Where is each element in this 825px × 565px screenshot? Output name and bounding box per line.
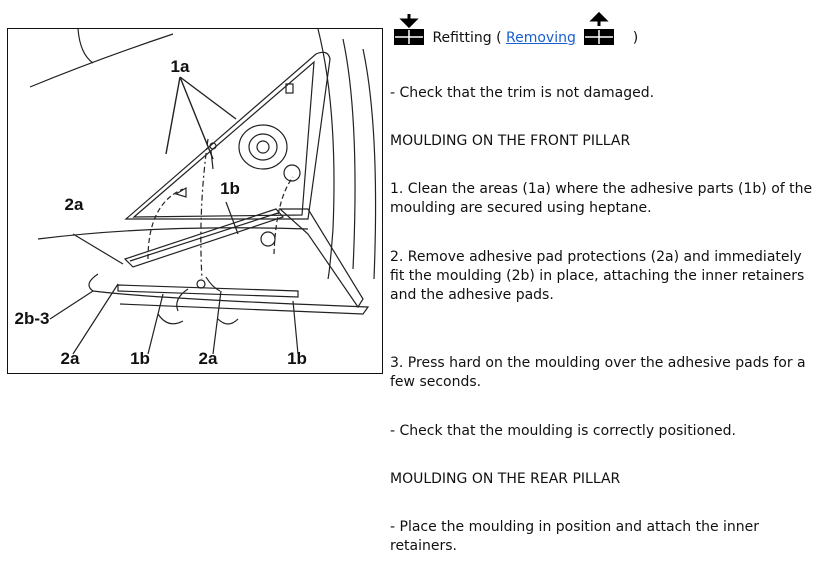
label-2a: 2a xyxy=(64,195,84,214)
rear-pillar-heading: MOULDING ON THE REAR PILLAR xyxy=(390,471,621,487)
refitting-header: Refitting ( Removing ) xyxy=(390,12,820,48)
label-2a: 2a xyxy=(60,349,80,368)
box-up-arrow-icon[interactable] xyxy=(580,12,618,48)
box-down-arrow-icon xyxy=(394,14,424,45)
step-2-text: 2. Remove adhesive pad protections (2a) … xyxy=(390,249,805,303)
moulding-drawing xyxy=(29,29,377,355)
check-trim-text: - Check that the trim is not damaged. xyxy=(390,85,655,101)
label-1b: 1b xyxy=(130,349,150,368)
close-paren: ) xyxy=(632,30,639,46)
rear-step-text: - Place the moulding in position and att… xyxy=(390,519,760,554)
moulding-diagram: 1a 1b 2a 2b-3 2a 1b 2a 1b xyxy=(7,28,383,374)
front-pillar-heading: MOULDING ON THE FRONT PILLAR xyxy=(390,133,631,149)
label-2b-3: 2b-3 xyxy=(14,309,50,328)
label-1b: 1b xyxy=(287,349,307,368)
open-paren: ( xyxy=(496,30,502,46)
refitting-label: Refitting xyxy=(432,30,492,46)
label-1a: 1a xyxy=(170,57,190,76)
step-3-text: 3. Press hard on the moulding over the a… xyxy=(390,355,806,390)
check-position-text: - Check that the moulding is correctly p… xyxy=(390,423,736,439)
label-2a: 2a xyxy=(198,349,218,368)
step-1-text: 1. Clean the areas (1a) where the adhesi… xyxy=(390,181,813,216)
label-1b: 1b xyxy=(220,179,240,198)
removing-link[interactable]: Removing xyxy=(506,30,576,46)
